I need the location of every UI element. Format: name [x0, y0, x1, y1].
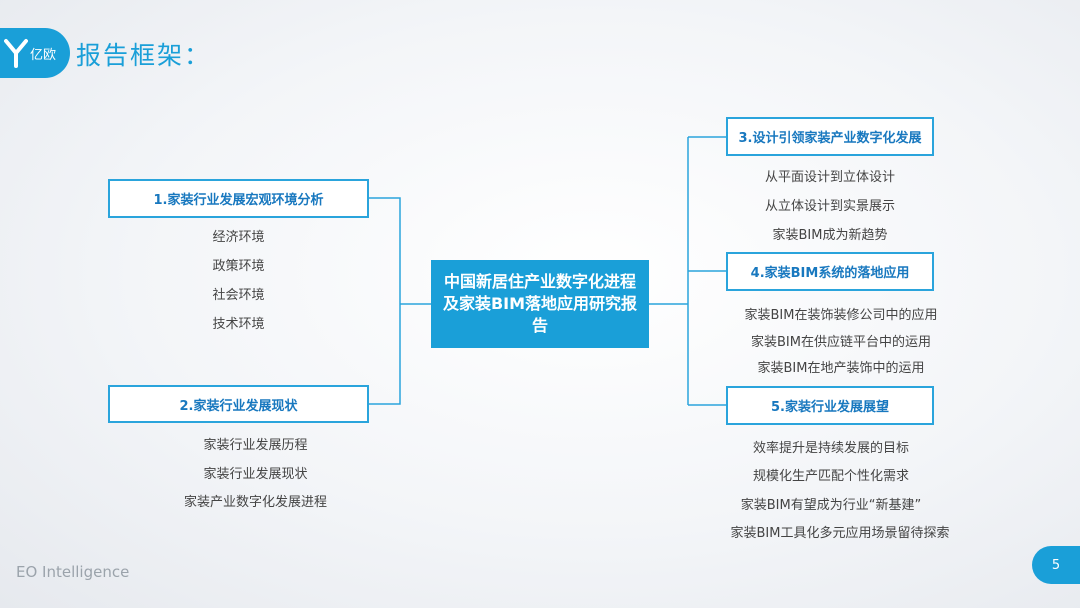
section-1-item: 经济环境 — [212, 230, 265, 245]
section-1-item: 技术环境 — [212, 317, 265, 332]
footer-brand: EO Intelligence — [16, 563, 130, 581]
section-4-item: 家装BIM在装饰装修公司中的应用 — [744, 308, 938, 323]
section-3-item: 家装BIM成为新趋势 — [772, 228, 888, 243]
section-5-item: 效率提升是持续发展的目标 — [752, 441, 909, 456]
section-4-title: 4.家装BIM系统的落地应用 — [726, 252, 934, 291]
section-4-item: 家装BIM在供应链平台中的运用 — [751, 335, 931, 350]
logo-text: 亿欧 — [30, 47, 57, 63]
section-5-title: 5.家装行业发展展望 — [726, 386, 934, 425]
section-1-title: 1.家装行业发展宏观环境分析 — [108, 179, 369, 218]
section-1-item: 社会环境 — [212, 288, 265, 303]
section-2-item: 家装行业发展现状 — [203, 467, 308, 482]
section-2-item: 家装行业发展历程 — [203, 438, 308, 453]
section-3-title: 3.设计引领家装产业数字化发展 — [726, 117, 934, 156]
logo-y-icon — [4, 39, 28, 68]
section-3-item: 从平面设计到立体设计 — [764, 170, 895, 185]
section-4-item: 家装BIM在地产装饰中的运用 — [757, 361, 925, 376]
brand-logo: 亿欧 — [0, 28, 70, 78]
section-2-item: 家装产业数字化发展进程 — [183, 495, 327, 510]
section-5-item: 规模化生产匹配个性化需求 — [752, 469, 909, 484]
page-number: 5 — [1032, 546, 1080, 584]
report-title-box: 中国新居住产业数字化进程及家装BIM落地应用研究报告 — [431, 260, 649, 348]
section-5-item: 家装BIM工具化多元应用场景留待探索 — [730, 526, 950, 541]
section-2-title: 2.家装行业发展现状 — [108, 385, 369, 423]
section-1-item: 政策环境 — [212, 259, 265, 274]
page-title: 报告框架： — [76, 41, 212, 70]
section-5-item: 家装BIM有望成为行业“新基建” — [740, 498, 922, 513]
section-3-item: 从立体设计到实景展示 — [764, 199, 895, 214]
